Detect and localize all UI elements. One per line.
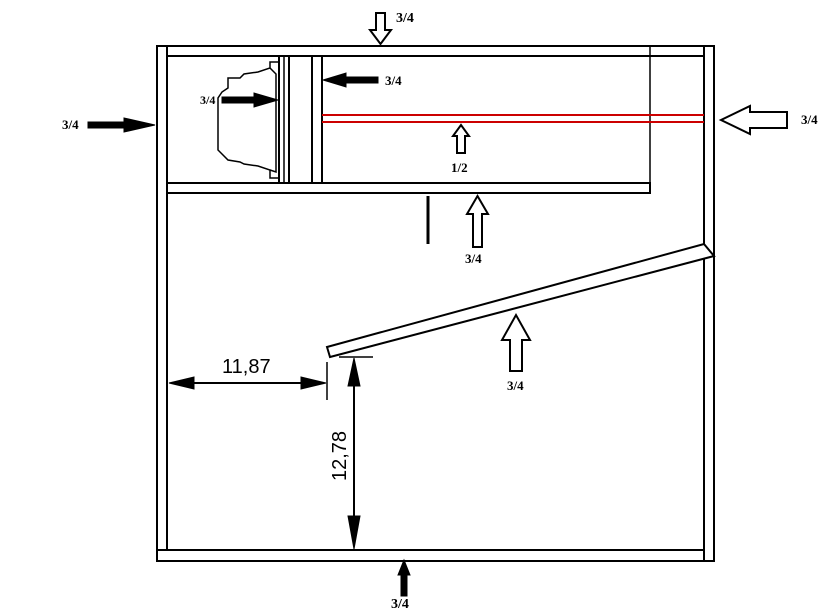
driver-baffle-arrow xyxy=(221,92,280,108)
inner-baffle-arrow xyxy=(321,72,379,88)
shelf-arrow xyxy=(465,194,490,248)
port-width-dimension: 11,87 xyxy=(168,356,328,400)
left-panel xyxy=(156,45,168,562)
right-panel-arrow xyxy=(718,104,788,136)
port-width-label: 11,87 xyxy=(222,356,271,378)
enclosure-walls xyxy=(156,45,715,562)
ramp-label: 3/4 xyxy=(507,378,524,393)
baffle-board-back xyxy=(311,55,323,184)
port-height-arrowhead-bottom xyxy=(347,515,361,550)
right-panel-label: 3/4 xyxy=(801,112,818,127)
top-panel-label: 3/4 xyxy=(396,11,414,26)
bottom-panel-arrow xyxy=(397,558,411,597)
shelf-panel xyxy=(166,182,651,194)
port-height-arrowhead-top xyxy=(347,357,361,387)
ramp-panel xyxy=(325,242,716,359)
left-panel-label: 3/4 xyxy=(62,117,79,132)
bottom-panel xyxy=(156,549,715,562)
port-height-dimension: 12,78 xyxy=(329,356,373,550)
top-panel-arrow xyxy=(368,12,393,46)
right-panel-upper xyxy=(703,45,715,257)
brace-arrow xyxy=(451,123,471,154)
speaker-driver-outline xyxy=(217,61,279,179)
brace-label: 1/2 xyxy=(451,160,468,175)
driver-baffle xyxy=(278,55,323,184)
ramp-arrow xyxy=(500,312,532,372)
left-panel-arrow xyxy=(87,117,156,133)
driver-baffle-label: 3/4 xyxy=(200,93,215,107)
port-width-arrowhead-left xyxy=(168,376,195,390)
bottom-panel-label: 3/4 xyxy=(391,597,409,612)
shelf-label: 3/4 xyxy=(465,251,482,266)
port-height-label: 12,78 xyxy=(329,431,351,481)
speaker-magnet-outline xyxy=(269,67,277,174)
port-width-arrowhead-right xyxy=(300,376,327,390)
inner-baffle-label: 3/4 xyxy=(385,73,402,88)
top-panel xyxy=(156,45,715,57)
